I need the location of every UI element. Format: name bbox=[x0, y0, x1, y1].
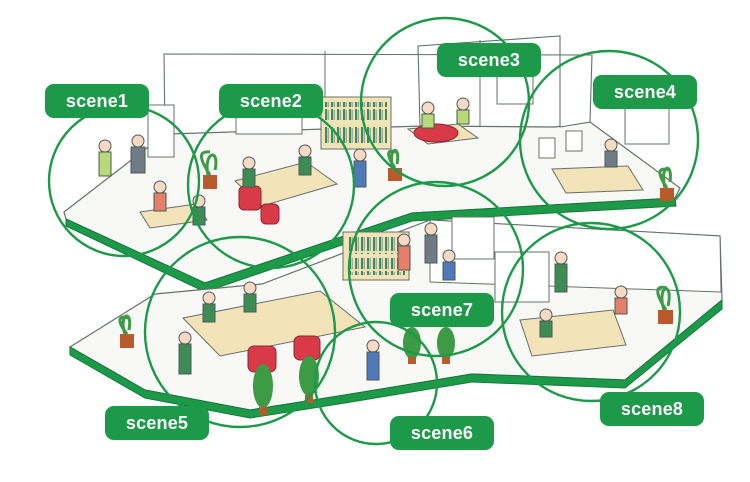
scene6-button[interactable]: scene6 bbox=[390, 416, 494, 450]
scene8-button[interactable]: scene8 bbox=[600, 392, 704, 426]
scene5-circle bbox=[143, 235, 337, 429]
scene4-circle bbox=[518, 49, 700, 231]
scene8-circle bbox=[500, 221, 682, 403]
scene3-button[interactable]: scene3 bbox=[437, 43, 541, 77]
scene2-button[interactable]: scene2 bbox=[219, 84, 323, 118]
scene6-circle bbox=[313, 320, 439, 446]
people bbox=[98, 97, 628, 381]
scene1-button[interactable]: scene1 bbox=[45, 84, 149, 118]
scene7-circle bbox=[347, 180, 525, 358]
scene-circles bbox=[47, 16, 700, 446]
plants bbox=[118, 149, 674, 415]
scene4-button[interactable]: scene4 bbox=[593, 75, 697, 109]
scene7-button[interactable]: scene7 bbox=[390, 293, 494, 327]
chairs bbox=[238, 123, 459, 373]
scene5-button[interactable]: scene5 bbox=[105, 406, 209, 440]
